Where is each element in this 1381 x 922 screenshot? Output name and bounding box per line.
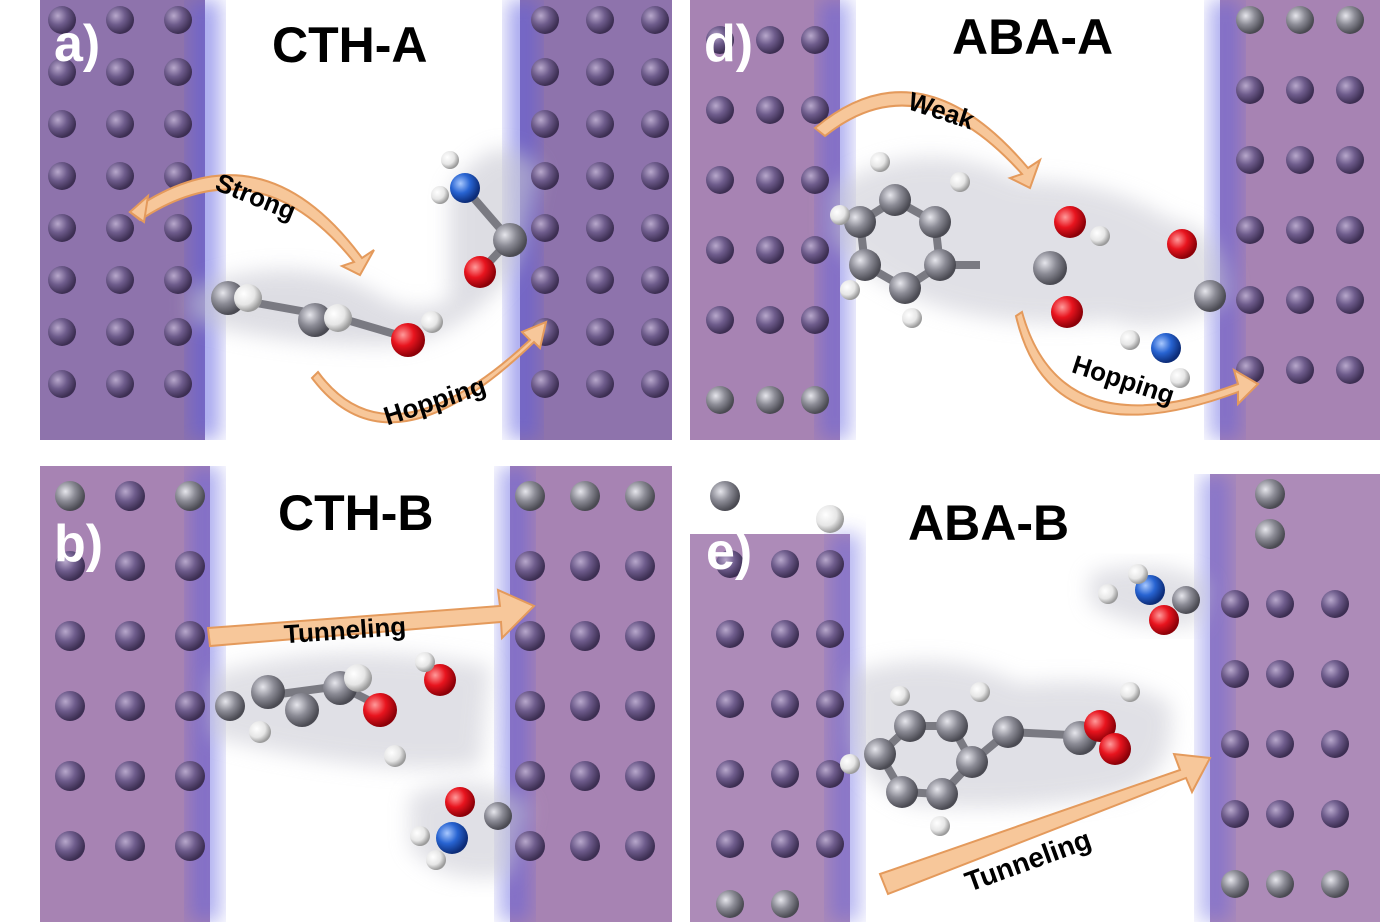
electrode-atoms-right <box>515 481 655 861</box>
strong-arrow <box>128 174 375 277</box>
molecule-e <box>840 564 1200 836</box>
weak-label: Weak <box>905 86 979 136</box>
panel-title-d: ABA-A <box>952 9 1114 65</box>
left-electrode <box>690 534 850 922</box>
molecule-b <box>215 652 512 870</box>
panel-label-e: e) <box>706 523 753 581</box>
panel-b: Tunneling b) CTH-B <box>40 466 672 922</box>
strong-label: Strong <box>211 167 300 226</box>
electrode-atoms-right <box>1221 479 1349 898</box>
panel-b-figure: Tunneling <box>40 466 672 922</box>
panel-e-figure: Tunneling <box>690 474 1380 922</box>
hopping-arrow-d <box>1014 310 1260 416</box>
electrode-atoms-left <box>710 481 844 918</box>
molecule-d <box>830 152 1226 388</box>
tunneling-arrow-e <box>878 752 1212 896</box>
left-electrode <box>690 0 840 440</box>
molecule-a <box>211 151 527 357</box>
electrode-atoms-right <box>1236 6 1364 384</box>
electrode-atoms-left <box>55 481 205 861</box>
weak-arrow <box>813 91 1042 190</box>
hopping-label-a: Hopping <box>380 370 490 431</box>
panel-title-e: ABA-B <box>908 495 1070 551</box>
panel-label-d: d) <box>704 15 754 73</box>
panel-a: Strong Hopping a) CTH-A <box>40 0 672 440</box>
tunneling-arrow-b <box>206 588 536 648</box>
hopping-arrow <box>310 320 548 424</box>
right-electrode <box>1210 474 1380 922</box>
electrode-atoms-left <box>48 6 192 398</box>
electrode-atoms-left <box>706 26 829 414</box>
panel-d-figure: Weak Hopping <box>690 0 1380 440</box>
panel-title-b: CTH-B <box>278 485 434 541</box>
tunneling-label-b: Tunneling <box>283 611 407 649</box>
panel-label-a: a) <box>54 15 101 73</box>
panel-label-b: b) <box>54 515 104 573</box>
panel-e: Tunneling e) ABA-B <box>690 474 1380 922</box>
panel-a-figure: Strong Hopping <box>40 0 672 440</box>
panel-title-a: CTH-A <box>272 17 428 73</box>
panel-d: Weak Hopping d) ABA-A <box>690 0 1380 440</box>
